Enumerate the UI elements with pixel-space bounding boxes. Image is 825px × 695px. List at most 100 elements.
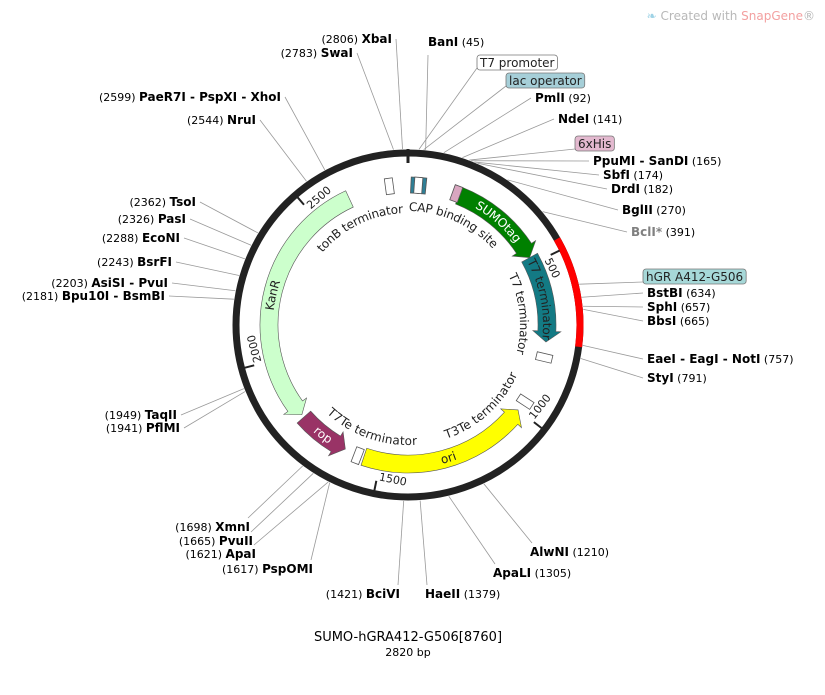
site-name: BstBI — [647, 286, 683, 300]
site-name: SbfI — [603, 168, 630, 182]
leader-line — [462, 118, 555, 158]
site-bcli-[interactable]: BclI* (391) — [631, 225, 695, 239]
leader-line — [583, 308, 644, 322]
site-name: PpuMI - SanDI — [593, 154, 688, 168]
leader-line — [419, 500, 428, 586]
site-alwni[interactable]: AlwNI (1210) — [530, 545, 609, 559]
label-box — [476, 54, 558, 71]
leader-line — [284, 96, 326, 171]
small-feature-box[interactable] — [449, 184, 464, 203]
leader-line — [483, 483, 533, 544]
site-pflmi[interactable]: (1941) PflMI — [106, 421, 180, 435]
leader-line — [474, 161, 600, 176]
feature-arrow[interactable] — [259, 190, 354, 416]
site-pmli[interactable]: PmlI (92) — [535, 91, 591, 105]
leader-line — [582, 344, 644, 360]
site-swai[interactable]: (2783) SwaI — [281, 46, 353, 60]
label-box — [642, 268, 747, 285]
feature-ori[interactable]: ori — [360, 408, 522, 474]
small-feature-box[interactable] — [515, 393, 535, 410]
site-apali[interactable]: ApaLI (1305) — [493, 566, 571, 580]
site-drdi[interactable]: DrdI (182) — [611, 182, 673, 196]
small-feature-box[interactable] — [383, 177, 395, 196]
boxed-feature-label[interactable]: T7 promoter — [476, 54, 558, 71]
site-name: XmnI — [215, 520, 250, 534]
site-position: (2544) — [187, 114, 224, 127]
leader-lines — [168, 38, 644, 586]
site-bglii[interactable]: BglII (270) — [622, 203, 686, 217]
site-position: (634) — [686, 287, 716, 300]
leader-line — [247, 465, 303, 519]
feature-arrow[interactable] — [455, 186, 537, 258]
feature-label: ori — [439, 449, 458, 467]
site-tsoi[interactable]: (2362) TsoI — [129, 195, 196, 209]
leader-line — [397, 500, 405, 586]
tick-mark — [296, 196, 305, 206]
site-position: (45) — [462, 36, 485, 49]
snapgene-watermark: ❧ Created with SnapGene® — [646, 9, 815, 23]
site-name: DrdI — [611, 182, 640, 196]
feature-arrow[interactable] — [360, 408, 522, 474]
leader-line — [199, 201, 259, 234]
feature-kanr[interactable]: KanR — [259, 190, 354, 416]
site-sbfi[interactable]: SbfI (174) — [603, 168, 663, 182]
site-paer7i-pspxi-xhoi[interactable]: (2599) PaeR7I - PspXI - XhoI — [99, 90, 281, 104]
site-bsrfi[interactable]: (2243) BsrFI — [97, 255, 172, 269]
site-eaei-eagi-noti[interactable]: EaeI - EagI - NotI (757) — [647, 352, 794, 366]
leader-line — [507, 179, 619, 211]
site-name: XbaI — [362, 32, 392, 46]
site-position: (182) — [643, 183, 673, 196]
site-ndei[interactable]: NdeI (141) — [558, 112, 622, 126]
site-name: PflMI — [146, 421, 180, 435]
feature-rop[interactable]: rop — [296, 410, 346, 457]
site-bstbi[interactable]: BstBI (634) — [647, 286, 716, 300]
site-pasi[interactable]: (2326) PasI — [118, 212, 186, 226]
boxed-feature-label[interactable]: 6xHis — [574, 135, 615, 152]
site-ppumi-sandi[interactable]: PpuMI - SanDI (165) — [593, 154, 721, 168]
site-xmni[interactable]: (1698) XmnI — [175, 520, 250, 534]
boxed-feature-label[interactable]: hGR A412-G506 — [642, 268, 747, 285]
site-asisi-pvui[interactable]: (2203) AsiSI - PvuI — [51, 276, 168, 290]
site-pvuii[interactable]: (1665) PvuII — [179, 534, 253, 548]
hgr-region-arc[interactable] — [553, 237, 584, 348]
site-position: (2203) — [51, 277, 88, 290]
site-xbai[interactable]: (2806) XbaI — [322, 32, 392, 46]
site-styi[interactable]: StyI (791) — [647, 371, 707, 385]
small-feature-box[interactable] — [413, 176, 424, 195]
plasmid-size: 2820 bp — [385, 646, 430, 659]
feature-arrow[interactable] — [521, 252, 562, 343]
site-name: PaeR7I - PspXI - XhoI — [139, 90, 281, 104]
tick-mark — [373, 480, 378, 491]
site-name: TaqII — [145, 408, 177, 422]
site-sphi[interactable]: SphI (657) — [647, 300, 710, 314]
leaf-icon: ❧ — [646, 9, 661, 23]
site-name: StyI — [647, 371, 674, 385]
small-feature-box[interactable] — [534, 351, 554, 364]
site-bbsi[interactable]: BbsI (665) — [647, 314, 709, 328]
site-econi[interactable]: (2288) EcoNI — [102, 231, 180, 245]
leader-line — [183, 391, 246, 429]
leader-line — [448, 495, 496, 565]
leader-line — [425, 54, 429, 150]
plasmid-title: SUMO-hGRA412-G506[8760] — [314, 630, 502, 645]
site-bcivi[interactable]: (1421) BciVI — [326, 587, 400, 601]
site-bpu10i-bsmbi[interactable]: (2181) Bpu10I - BsmBI — [22, 289, 165, 303]
site-pspomi[interactable]: (1617) PspOMI — [222, 562, 313, 576]
label-text: 6xHis — [578, 137, 611, 151]
small-feature-box[interactable] — [350, 446, 365, 466]
site-name: NruI — [227, 113, 256, 127]
feature-arrow[interactable] — [296, 410, 346, 457]
site-taqii[interactable]: (1949) TaqII — [105, 408, 177, 422]
site-apai[interactable]: (1621) ApaI — [185, 547, 256, 561]
site-name: Bpu10I - BsmBI — [62, 289, 165, 303]
site-name: BglII — [622, 203, 653, 217]
site-nrui[interactable]: (2544) NruI — [187, 113, 256, 127]
leader-line — [443, 97, 532, 154]
boxed-feature-label[interactable]: lac operator — [505, 72, 586, 89]
site-bani[interactable]: BanI (45) — [428, 35, 484, 49]
site-name: PvuII — [219, 534, 253, 548]
site-haeii[interactable]: HaeII (1379) — [425, 587, 500, 601]
site-name: SwaI — [321, 46, 353, 60]
site-name: EaeI - EagI - NotI — [647, 352, 760, 366]
